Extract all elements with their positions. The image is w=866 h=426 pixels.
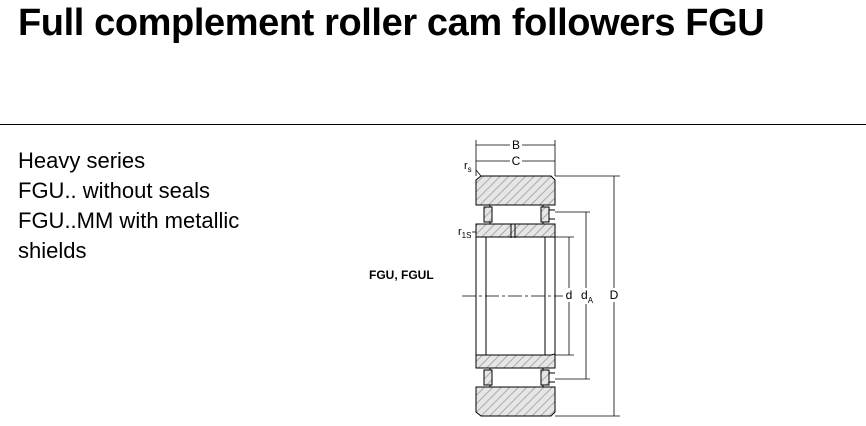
- dim-d: d: [566, 288, 573, 302]
- inner-ring-bottom: [475, 353, 556, 369]
- title-divider: [0, 124, 866, 125]
- dim-C: C: [512, 154, 521, 168]
- feature-item: Heavy series: [18, 148, 146, 173]
- dim-rs: rs: [464, 160, 472, 174]
- dim-D: D: [610, 288, 619, 302]
- roller-end: [483, 206, 493, 223]
- dim-r1s: r1S: [458, 226, 471, 240]
- feature-list: Heavy series FGU.. without seals FGU..MM…: [18, 146, 239, 266]
- roller-bottom: [489, 367, 544, 388]
- feature-item: shields: [18, 238, 87, 263]
- roller-top: [489, 204, 544, 225]
- roller-end: [483, 369, 493, 386]
- feature-item: FGU.. without seals: [18, 178, 210, 203]
- outer-ring-top: [475, 175, 556, 206]
- dim-dA: dA: [581, 288, 594, 305]
- roller-end: [540, 369, 550, 386]
- page-title: Full complement roller cam followers FGU: [18, 2, 765, 44]
- figure-label: FGU, FGUL: [369, 268, 434, 282]
- dim-B: B: [512, 138, 520, 152]
- outer-ring-bottom: [475, 386, 556, 417]
- feature-item: FGU..MM with metallic: [18, 208, 240, 233]
- cam-follower-drawing: B C rs r1S d dA D: [458, 138, 621, 417]
- roller-end: [540, 206, 550, 223]
